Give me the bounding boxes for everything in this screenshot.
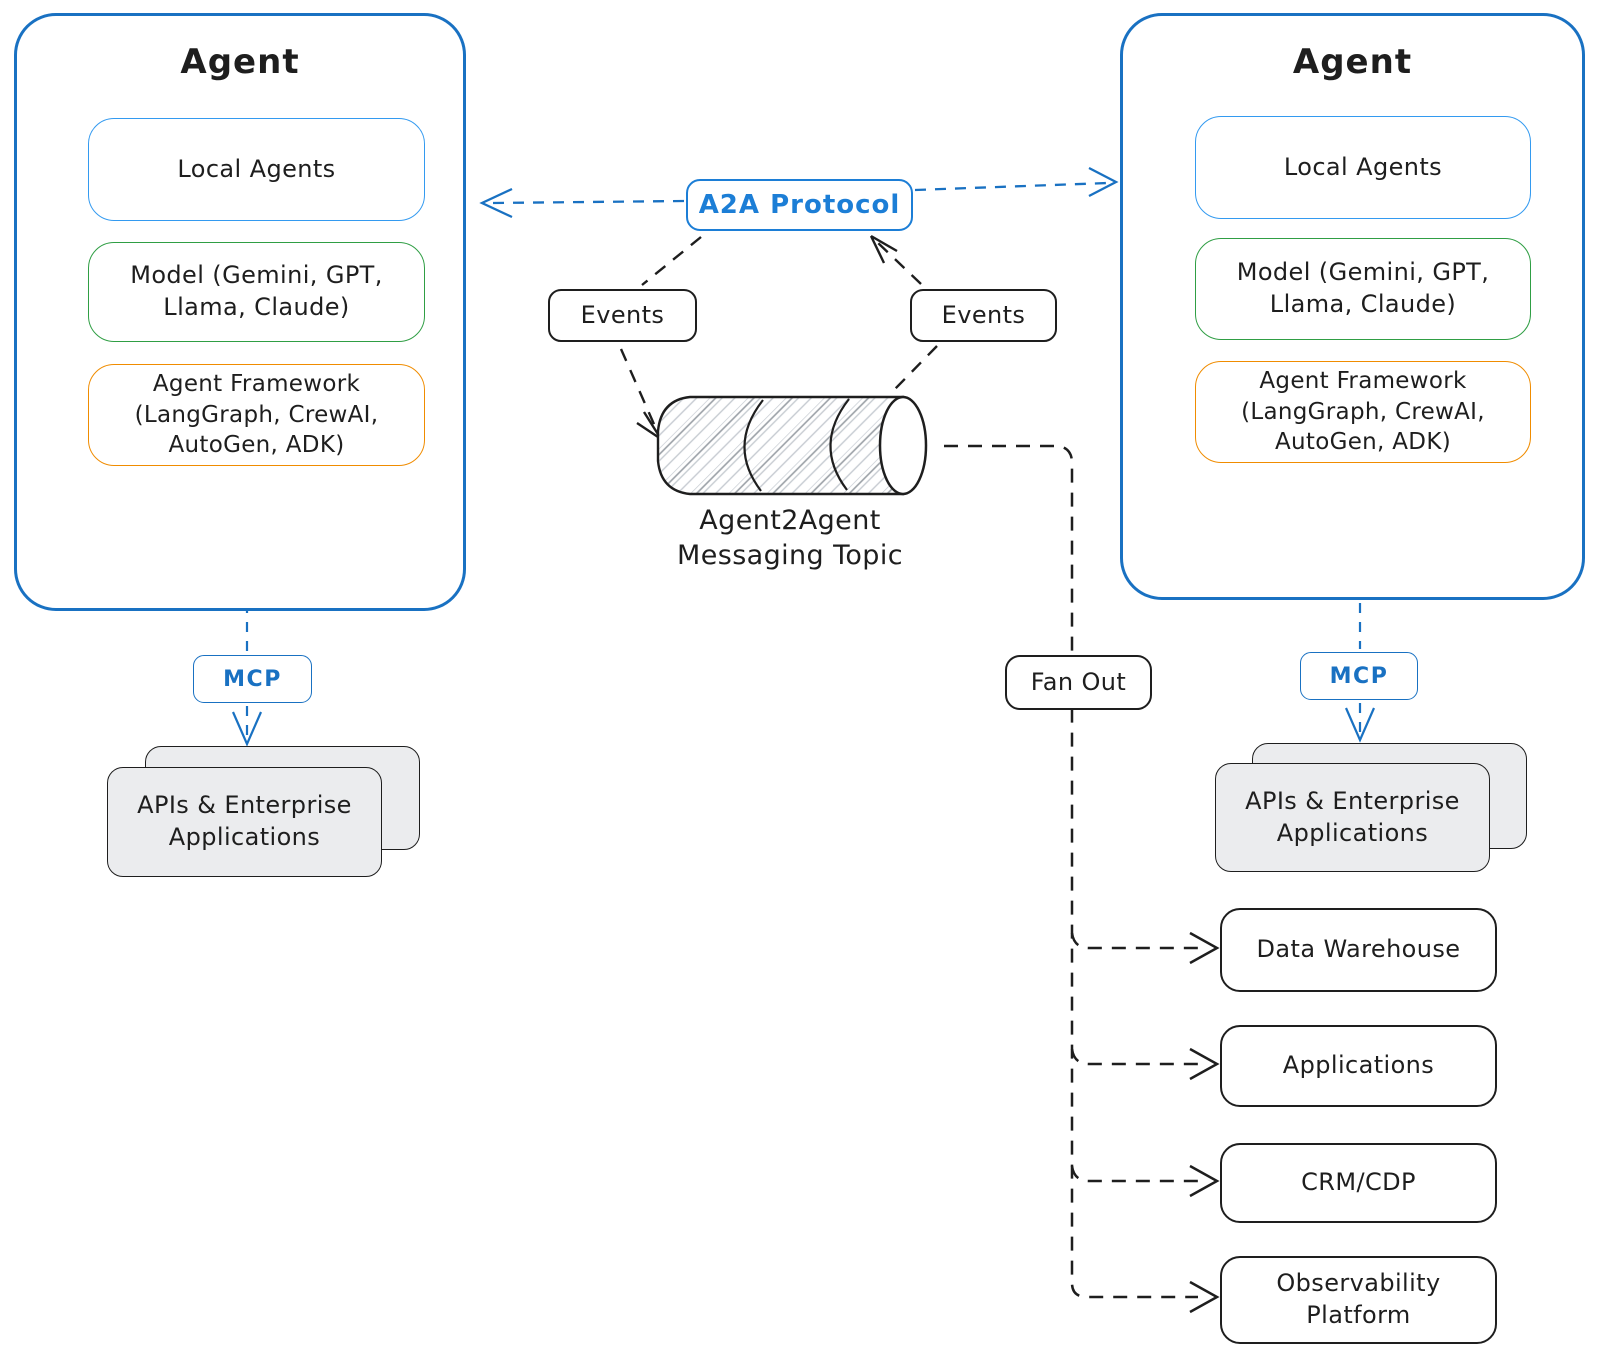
local-agents-label: Local Agents <box>177 154 336 183</box>
topic-caption: Agent2Agent Messaging Topic <box>640 503 940 573</box>
apis-label-line1: APIs & Enterprise <box>137 791 352 820</box>
target-box-data-warehouse: Data Warehouse <box>1220 908 1497 992</box>
local-agents-label: Local Agents <box>1283 152 1443 181</box>
model-box: Model (Gemini, GPT, Llama, Claude) <box>88 242 425 342</box>
apis-label-line1: APIs & Enterprise <box>1245 786 1460 815</box>
fan-out-connector <box>944 444 1220 1314</box>
framework-label-line2: (LangGraph, CrewAI, <box>134 401 379 428</box>
agent-title-text: Agent <box>1292 42 1413 82</box>
agent-title: Agent <box>17 42 463 82</box>
framework-box: Agent Framework (LangGraph, CrewAI, Auto… <box>88 364 425 466</box>
topic-caption-line1: Agent2Agent <box>699 505 881 536</box>
events-box-left: Events <box>548 289 697 342</box>
mcp-label: MCP <box>223 666 282 692</box>
framework-label-line3: AutoGen, ADK) <box>1275 429 1451 456</box>
topic-caption-line2: Messaging Topic <box>677 540 903 572</box>
mcp-label: MCP <box>1329 663 1389 689</box>
target-label-line2: Platform <box>1306 1301 1411 1329</box>
a2a-protocol-label: A2A Protocol <box>698 190 901 220</box>
model-label-line1: Model (Gemini, GPT, <box>1236 258 1490 287</box>
events-label: Events <box>580 300 665 329</box>
messaging-topic-cylinder <box>656 395 928 496</box>
agent-title: Agent <box>1123 42 1582 82</box>
agent-panel-right: Agent Local Agents Model (Gemini, GPT, L… <box>1120 13 1585 600</box>
mcp-box-left: MCP <box>193 655 312 703</box>
framework-label-line3: AutoGen, ADK) <box>168 432 345 459</box>
apis-front-card: APIs & Enterprise Applications <box>107 767 382 877</box>
a2a-left-arrow <box>479 187 685 219</box>
agent-title-text: Agent <box>180 42 300 82</box>
target-label-line1: Applications <box>1282 1051 1435 1080</box>
events-box-right: Events <box>910 289 1057 342</box>
local-agents-box: Local Agents <box>88 118 425 221</box>
framework-label-line1: Agent Framework <box>1259 368 1467 395</box>
apis-label-line2: Applications <box>168 823 321 851</box>
apis-front-card: APIs & Enterprise Applications <box>1215 763 1490 872</box>
framework-box: Agent Framework (LangGraph, CrewAI, Auto… <box>1195 361 1531 463</box>
a2a-right-arrow <box>914 166 1119 198</box>
target-label-line1: CRM/CDP <box>1301 1168 1416 1197</box>
events-label: Events <box>941 300 1026 329</box>
target-box-observability-platform: Observability Platform <box>1220 1256 1497 1344</box>
target-label-line1: Data Warehouse <box>1256 935 1461 964</box>
mcp-box-right: MCP <box>1300 652 1418 700</box>
fan-out-label: Fan Out <box>1030 667 1127 696</box>
a2a-protocol-box: A2A Protocol <box>686 179 913 231</box>
target-box-applications: Applications <box>1220 1025 1497 1107</box>
fan-out-box: Fan Out <box>1005 655 1152 710</box>
model-label-line2: Llama, Claude) <box>163 293 350 321</box>
model-label-line2: Llama, Claude) <box>1269 290 1457 318</box>
local-agents-box: Local Agents <box>1195 116 1531 219</box>
model-label-line1: Model (Gemini, GPT, <box>130 261 383 290</box>
agent-panel-left: Agent Local Agents Model (Gemini, GPT, L… <box>14 13 466 611</box>
framework-label-line2: (LangGraph, CrewAI, <box>1241 398 1485 425</box>
target-label-line1: Observability <box>1276 1269 1441 1298</box>
target-box-crm-cdp: CRM/CDP <box>1220 1143 1497 1223</box>
framework-label-line1: Agent Framework <box>152 371 361 398</box>
model-box: Model (Gemini, GPT, Llama, Claude) <box>1195 238 1531 340</box>
apis-label-line2: Applications <box>1276 818 1429 847</box>
